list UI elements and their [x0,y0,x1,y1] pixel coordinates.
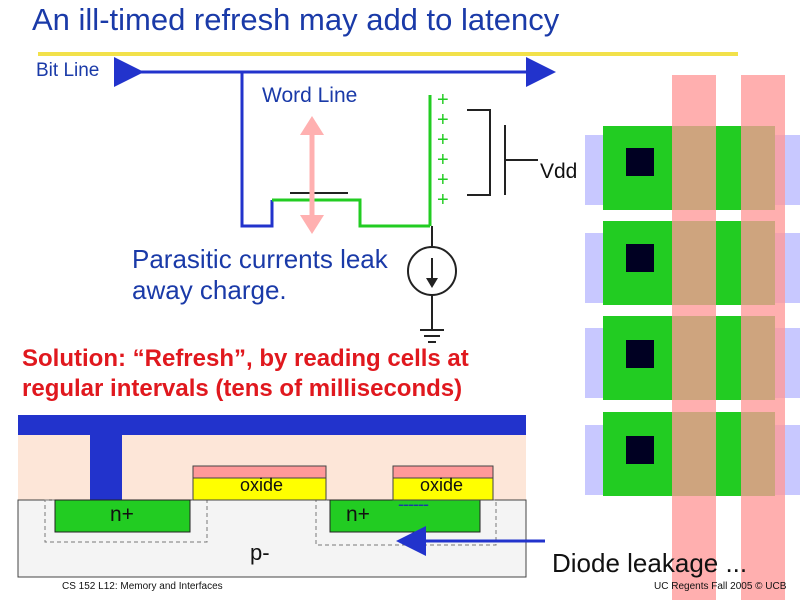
refresh-solution-text: Solution: “Refresh”, by reading cells at… [22,345,469,402]
capacitor-bracket [467,109,491,196]
footer-copyright: UC Regents Fall 2005 © UCB [654,581,787,592]
oxide-right-label: oxide [420,475,464,495]
double-vertical-arrow-icon [300,116,324,234]
storage-node-wire [272,198,430,228]
nplus-left-label: n+ [110,503,134,526]
plus-sign: + [437,169,449,191]
contact-square-2 [626,244,654,272]
footer-course: CS 152 L12: Memory and Interfaces [62,581,223,592]
cell-layout [585,75,800,600]
negative-charges-label: ------ [398,494,429,514]
word-line-label: Word Line [262,84,358,107]
contact-square-1 [626,148,654,176]
bit-line-wire [240,72,274,228]
plus-sign: + [437,149,449,171]
title-underline [38,52,738,56]
device-cross-section [17,415,527,578]
ground-icon [420,329,444,343]
metal-layer [18,415,526,435]
p-substrate-label: p- [250,540,270,565]
poly-column-2 [741,75,785,600]
plus-sign: + [437,189,449,211]
poly-column-1 [672,75,716,600]
oxide-left-label: oxide [240,475,284,495]
parasitic-currents-text: Parasitic currents leak away charge. [132,244,388,305]
plus-sign: + [437,89,449,111]
oxide-right [392,477,494,501]
vdd-label: Vdd [540,160,578,183]
plus-sign: + [437,109,449,131]
diode-leakage-label: Diode leakage ... [552,548,748,578]
contact-square-3 [626,340,654,368]
plus-sign: + [437,129,449,151]
contact-square-4 [626,436,654,464]
metal-contact [90,432,122,500]
bit-line-label: Bit Line [36,60,100,81]
oxide-left [192,477,327,501]
nplus-right-label: n+ [346,503,370,526]
slide-title: An ill-timed refresh may add to latency [32,2,560,37]
nplus-left-region [54,499,191,533]
